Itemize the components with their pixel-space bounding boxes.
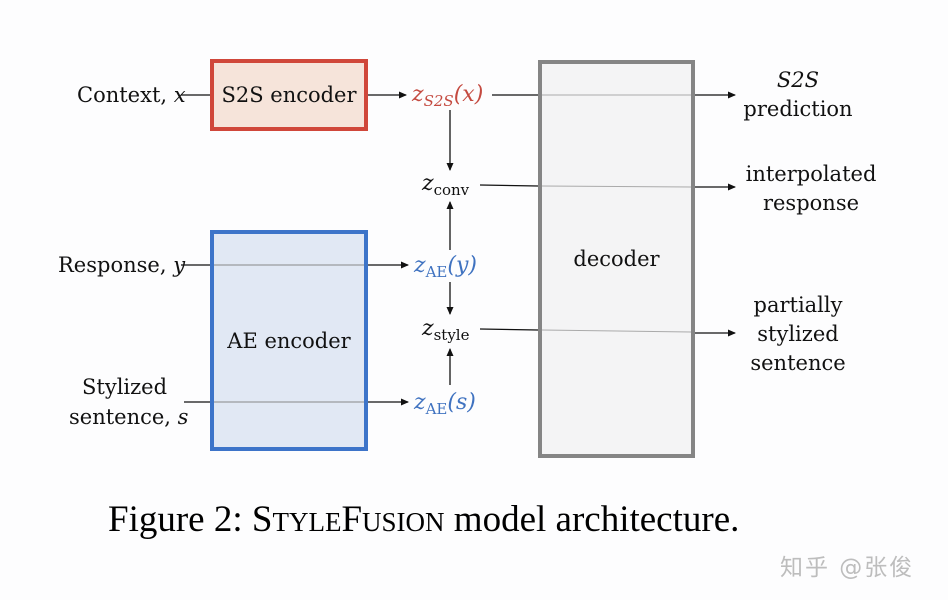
output-interpolated-line1: interpolated xyxy=(745,162,877,186)
input-stylized-var: s xyxy=(177,405,189,429)
latent-z-ae-y-sub: AE xyxy=(425,263,448,281)
output-interpolated-line2: response xyxy=(762,191,860,215)
caption-suffix: model architecture. xyxy=(444,499,740,540)
input-stylized-line2: sentence, s xyxy=(69,407,188,428)
input-stylized-text: sentence, xyxy=(69,405,178,429)
latent-z-style: zstyle xyxy=(422,318,469,343)
edge-zconv-through-decoder xyxy=(541,185,692,188)
latent-z-ae-y: zAE(y) xyxy=(414,255,477,280)
latent-z-s2s-base: z xyxy=(412,82,424,107)
output-s2s-prediction-line2: prediction xyxy=(743,97,853,121)
latent-z-s2s-arg: (x) xyxy=(453,82,484,107)
output-partially-line3: sentence xyxy=(750,351,846,375)
latent-z-conv-sub: conv xyxy=(433,181,470,199)
s2s-encoder-label: S2S encoder xyxy=(221,83,357,107)
caption-prefix: Figure 2: xyxy=(108,499,252,540)
edge-zstyle-to-decoder xyxy=(479,328,539,331)
latent-z-ae-s-base: z xyxy=(414,390,426,415)
input-response-var: y xyxy=(173,253,186,277)
input-context-text: Context, xyxy=(77,83,174,107)
latent-z-ae-s-arg: (s) xyxy=(447,390,476,415)
ae-encoder-block: AE encoder xyxy=(210,230,368,451)
input-response-label: Response, y xyxy=(58,255,185,276)
edge-zconv-to-decoder xyxy=(479,184,539,187)
latent-z-style-sub: style xyxy=(433,326,470,344)
caption-name-f: F xyxy=(341,499,363,540)
latent-z-ae-s: zAE(s) xyxy=(414,392,476,417)
output-partially-stylized: partially stylized sentence xyxy=(738,291,858,378)
edge-zstyle-through-decoder xyxy=(541,329,692,333)
latent-z-style-base: z xyxy=(422,316,434,341)
latent-z-ae-y-base: z xyxy=(414,253,426,278)
figure-caption: Figure 2: STYLEFUSION model architecture… xyxy=(108,498,739,541)
decoder-label: decoder xyxy=(573,247,660,271)
output-s2s-prediction: S2S prediction xyxy=(738,66,858,124)
input-context-label: Context, x xyxy=(77,85,186,106)
output-partially-line1: partially xyxy=(753,293,843,317)
ae-encoder-label: AE encoder xyxy=(227,328,351,353)
output-partially-line2: stylized xyxy=(757,322,839,346)
latent-z-s2s: zS2S(x) xyxy=(412,84,483,109)
input-context-var: x xyxy=(173,83,186,107)
latent-z-ae-y-arg: (y) xyxy=(447,253,477,278)
output-interpolated-response: interpolated response xyxy=(738,160,884,218)
latent-z-conv: zconv xyxy=(422,173,469,198)
caption-name-tyle: TYLE xyxy=(272,507,342,537)
caption-name-s: S xyxy=(251,499,273,540)
latent-z-s2s-sub: S2S xyxy=(423,92,454,110)
decoder-block: decoder xyxy=(538,60,695,458)
caption-name-usion: USION xyxy=(362,507,445,537)
latent-z-conv-base: z xyxy=(422,171,434,196)
output-s2s-prediction-line1: S2S xyxy=(776,68,820,92)
s2s-encoder-block: S2S encoder xyxy=(210,59,368,131)
latent-z-ae-s-sub: AE xyxy=(425,400,448,418)
input-response-text: Response, xyxy=(58,253,174,277)
input-stylized-line1: Stylized xyxy=(82,375,168,399)
watermark: 知乎 @张俊 xyxy=(780,555,915,581)
